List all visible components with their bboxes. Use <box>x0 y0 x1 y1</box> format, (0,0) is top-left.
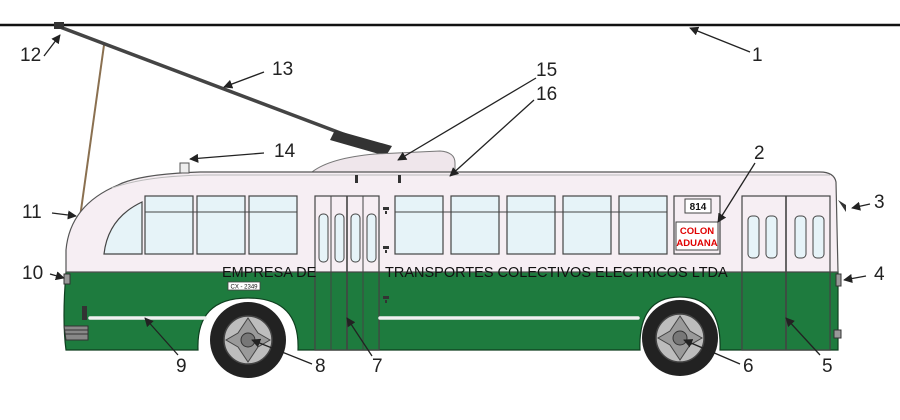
leader-16 <box>449 99 535 177</box>
callout-1: 1 <box>752 45 763 66</box>
callout-15: 15 <box>536 60 557 81</box>
leader-11 <box>51 210 77 220</box>
marker-lights <box>355 175 401 303</box>
window <box>506 195 556 255</box>
sign-number: 814 <box>690 202 707 213</box>
callout-12: 12 <box>20 45 41 66</box>
window <box>196 195 246 255</box>
license-plate-text: CX - 2349 <box>230 285 258 291</box>
front-wheel <box>210 302 286 378</box>
front-grille <box>63 306 89 341</box>
leader-12 <box>43 34 61 57</box>
window <box>562 195 612 255</box>
callout-2: 2 <box>754 143 765 164</box>
callout-10: 10 <box>22 263 43 284</box>
rear-bumper <box>833 329 842 339</box>
callout-4: 4 <box>874 264 885 285</box>
leader-1 <box>689 26 751 53</box>
destination-sign: 814 COLON ADUANA <box>673 195 721 255</box>
license-plate <box>227 281 261 291</box>
livery-text-left: EMPRESA DE <box>222 265 317 281</box>
lower-body-green <box>63 271 839 351</box>
callout-5: 5 <box>822 356 833 377</box>
livery-text-right: TRANSPORTES COLECTIVOS ELECTRICOS LTDA <box>385 265 728 281</box>
leader-15 <box>397 77 537 161</box>
rear-door <box>741 195 831 351</box>
window <box>144 195 194 255</box>
leader-5 <box>785 317 821 356</box>
leader-7 <box>346 317 373 357</box>
roof-line <box>111 174 830 189</box>
callout-11: 11 <box>22 202 42 223</box>
leader-4 <box>843 274 867 284</box>
front-windows <box>144 195 298 255</box>
roof-light <box>179 162 190 174</box>
trolley-pole <box>59 25 381 150</box>
window <box>248 195 298 255</box>
front-lamp <box>63 273 71 285</box>
window <box>394 195 444 255</box>
rear-wheel <box>642 300 718 376</box>
roof-fairing <box>310 150 456 173</box>
leader-2 <box>717 162 756 223</box>
callout-13: 13 <box>272 59 293 80</box>
trolley-pole-base <box>330 130 392 156</box>
rear-mirror <box>838 200 846 212</box>
leader-3 <box>851 201 871 211</box>
callout-14: 14 <box>274 141 296 162</box>
callout-8: 8 <box>315 356 326 377</box>
route-line-1: COLON <box>680 226 714 237</box>
callout-16: 16 <box>536 84 557 105</box>
callout-leaders <box>43 26 871 365</box>
rear-lamp <box>835 273 842 287</box>
route-line-2: ADUANA <box>676 238 717 249</box>
callout-7: 7 <box>372 356 383 377</box>
window <box>450 195 500 255</box>
trolley-shoe <box>54 22 64 29</box>
leader-8 <box>251 338 313 365</box>
callout-6: 6 <box>743 356 754 377</box>
leader-13 <box>223 71 265 89</box>
side-windows <box>394 195 668 255</box>
window <box>618 195 668 255</box>
callout-labels: 1 2 3 4 5 6 7 8 9 10 11 12 13 14 15 16 <box>20 45 885 377</box>
leader-14 <box>189 152 265 163</box>
front-door <box>314 195 380 351</box>
callout-9: 9 <box>176 356 187 377</box>
leader-10 <box>49 271 65 281</box>
callout-3: 3 <box>874 192 885 213</box>
leader-9 <box>144 317 179 356</box>
windshield <box>103 201 143 255</box>
leader-6 <box>683 339 741 365</box>
